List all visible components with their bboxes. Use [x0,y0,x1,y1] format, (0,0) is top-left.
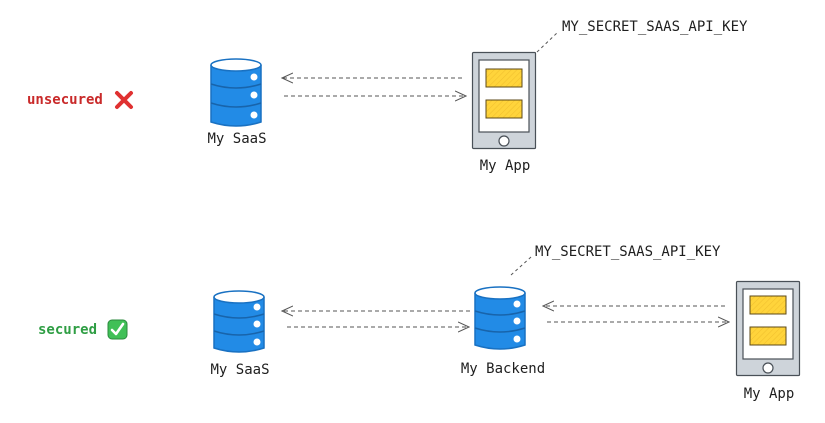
node-label-backend: My Backend [460,361,546,377]
mobile-device-icon [735,280,801,377]
node-label-saas: My SaaS [210,362,270,378]
database-icon [474,286,526,350]
database-icon [213,290,265,353]
key-leader-line [510,256,532,276]
api-key-label: MY_SECRET_SAAS_API_KEY [562,19,748,35]
status-label-secured: secured [38,322,98,338]
node-label-app: My App [743,386,795,402]
database-icon [210,58,262,127]
check-mark-button-icon [107,319,128,340]
node-label-app: My App [479,158,531,174]
key-leader-line [536,31,559,53]
cross-mark-icon [115,91,133,109]
api-key-label: MY_SECRET_SAAS_API_KEY [535,244,721,260]
status-label-unsecured: unsecured [27,92,103,108]
node-label-saas: My SaaS [207,131,267,147]
mobile-device-icon [471,51,537,150]
